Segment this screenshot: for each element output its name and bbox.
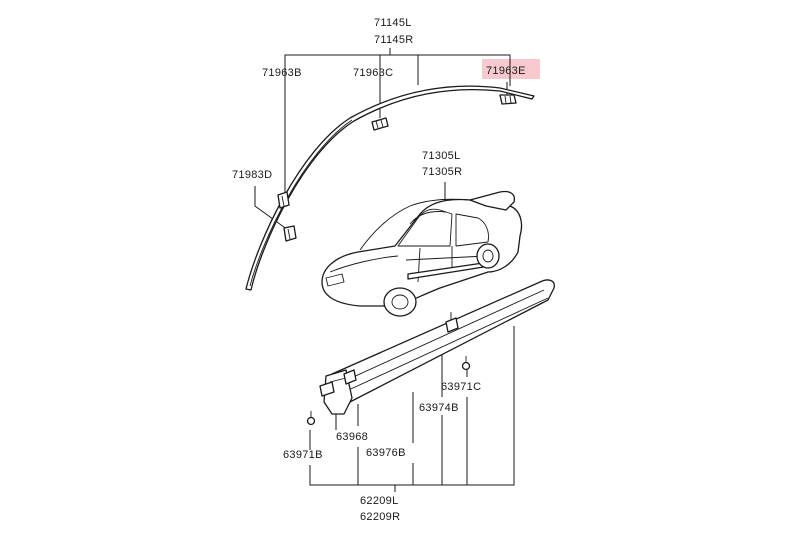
car-illustration (321, 190, 523, 317)
clip-63971b-icon[interactable] (306, 411, 316, 426)
label-71305r[interactable]: 71305R (422, 166, 462, 178)
label-71305l[interactable]: 71305L (422, 150, 461, 162)
label-63968[interactable]: 63968 (336, 431, 368, 443)
label-63971b[interactable]: 63971B (283, 449, 323, 461)
label-62209l[interactable]: 62209L (360, 495, 399, 507)
label-62209r[interactable]: 62209R (360, 511, 400, 523)
clip-63971c-icon[interactable] (461, 356, 471, 371)
highlight-71963e (482, 59, 540, 79)
clip-63974b-icon[interactable] (445, 312, 459, 333)
clip-71983d-icon[interactable] (283, 225, 297, 242)
label-71145l[interactable]: 71145L (374, 17, 412, 29)
clip-71963c-icon[interactable] (371, 117, 389, 131)
label-71145r[interactable]: 71145R (374, 34, 414, 46)
clip-63976b-icon[interactable] (343, 369, 357, 385)
clip-71963b-icon[interactable] (277, 191, 290, 209)
label-71963c[interactable]: 71963C (353, 67, 393, 79)
label-63971c[interactable]: 63971C (441, 381, 481, 393)
label-71983d[interactable]: 71983D (232, 169, 272, 181)
label-63976b[interactable]: 63976B (366, 447, 406, 459)
clip-71963e-icon[interactable] (499, 94, 517, 105)
label-71963e[interactable]: 71963E (486, 65, 526, 77)
label-63974b[interactable]: 63974B (419, 402, 459, 414)
label-71963b[interactable]: 71963B (262, 67, 302, 79)
